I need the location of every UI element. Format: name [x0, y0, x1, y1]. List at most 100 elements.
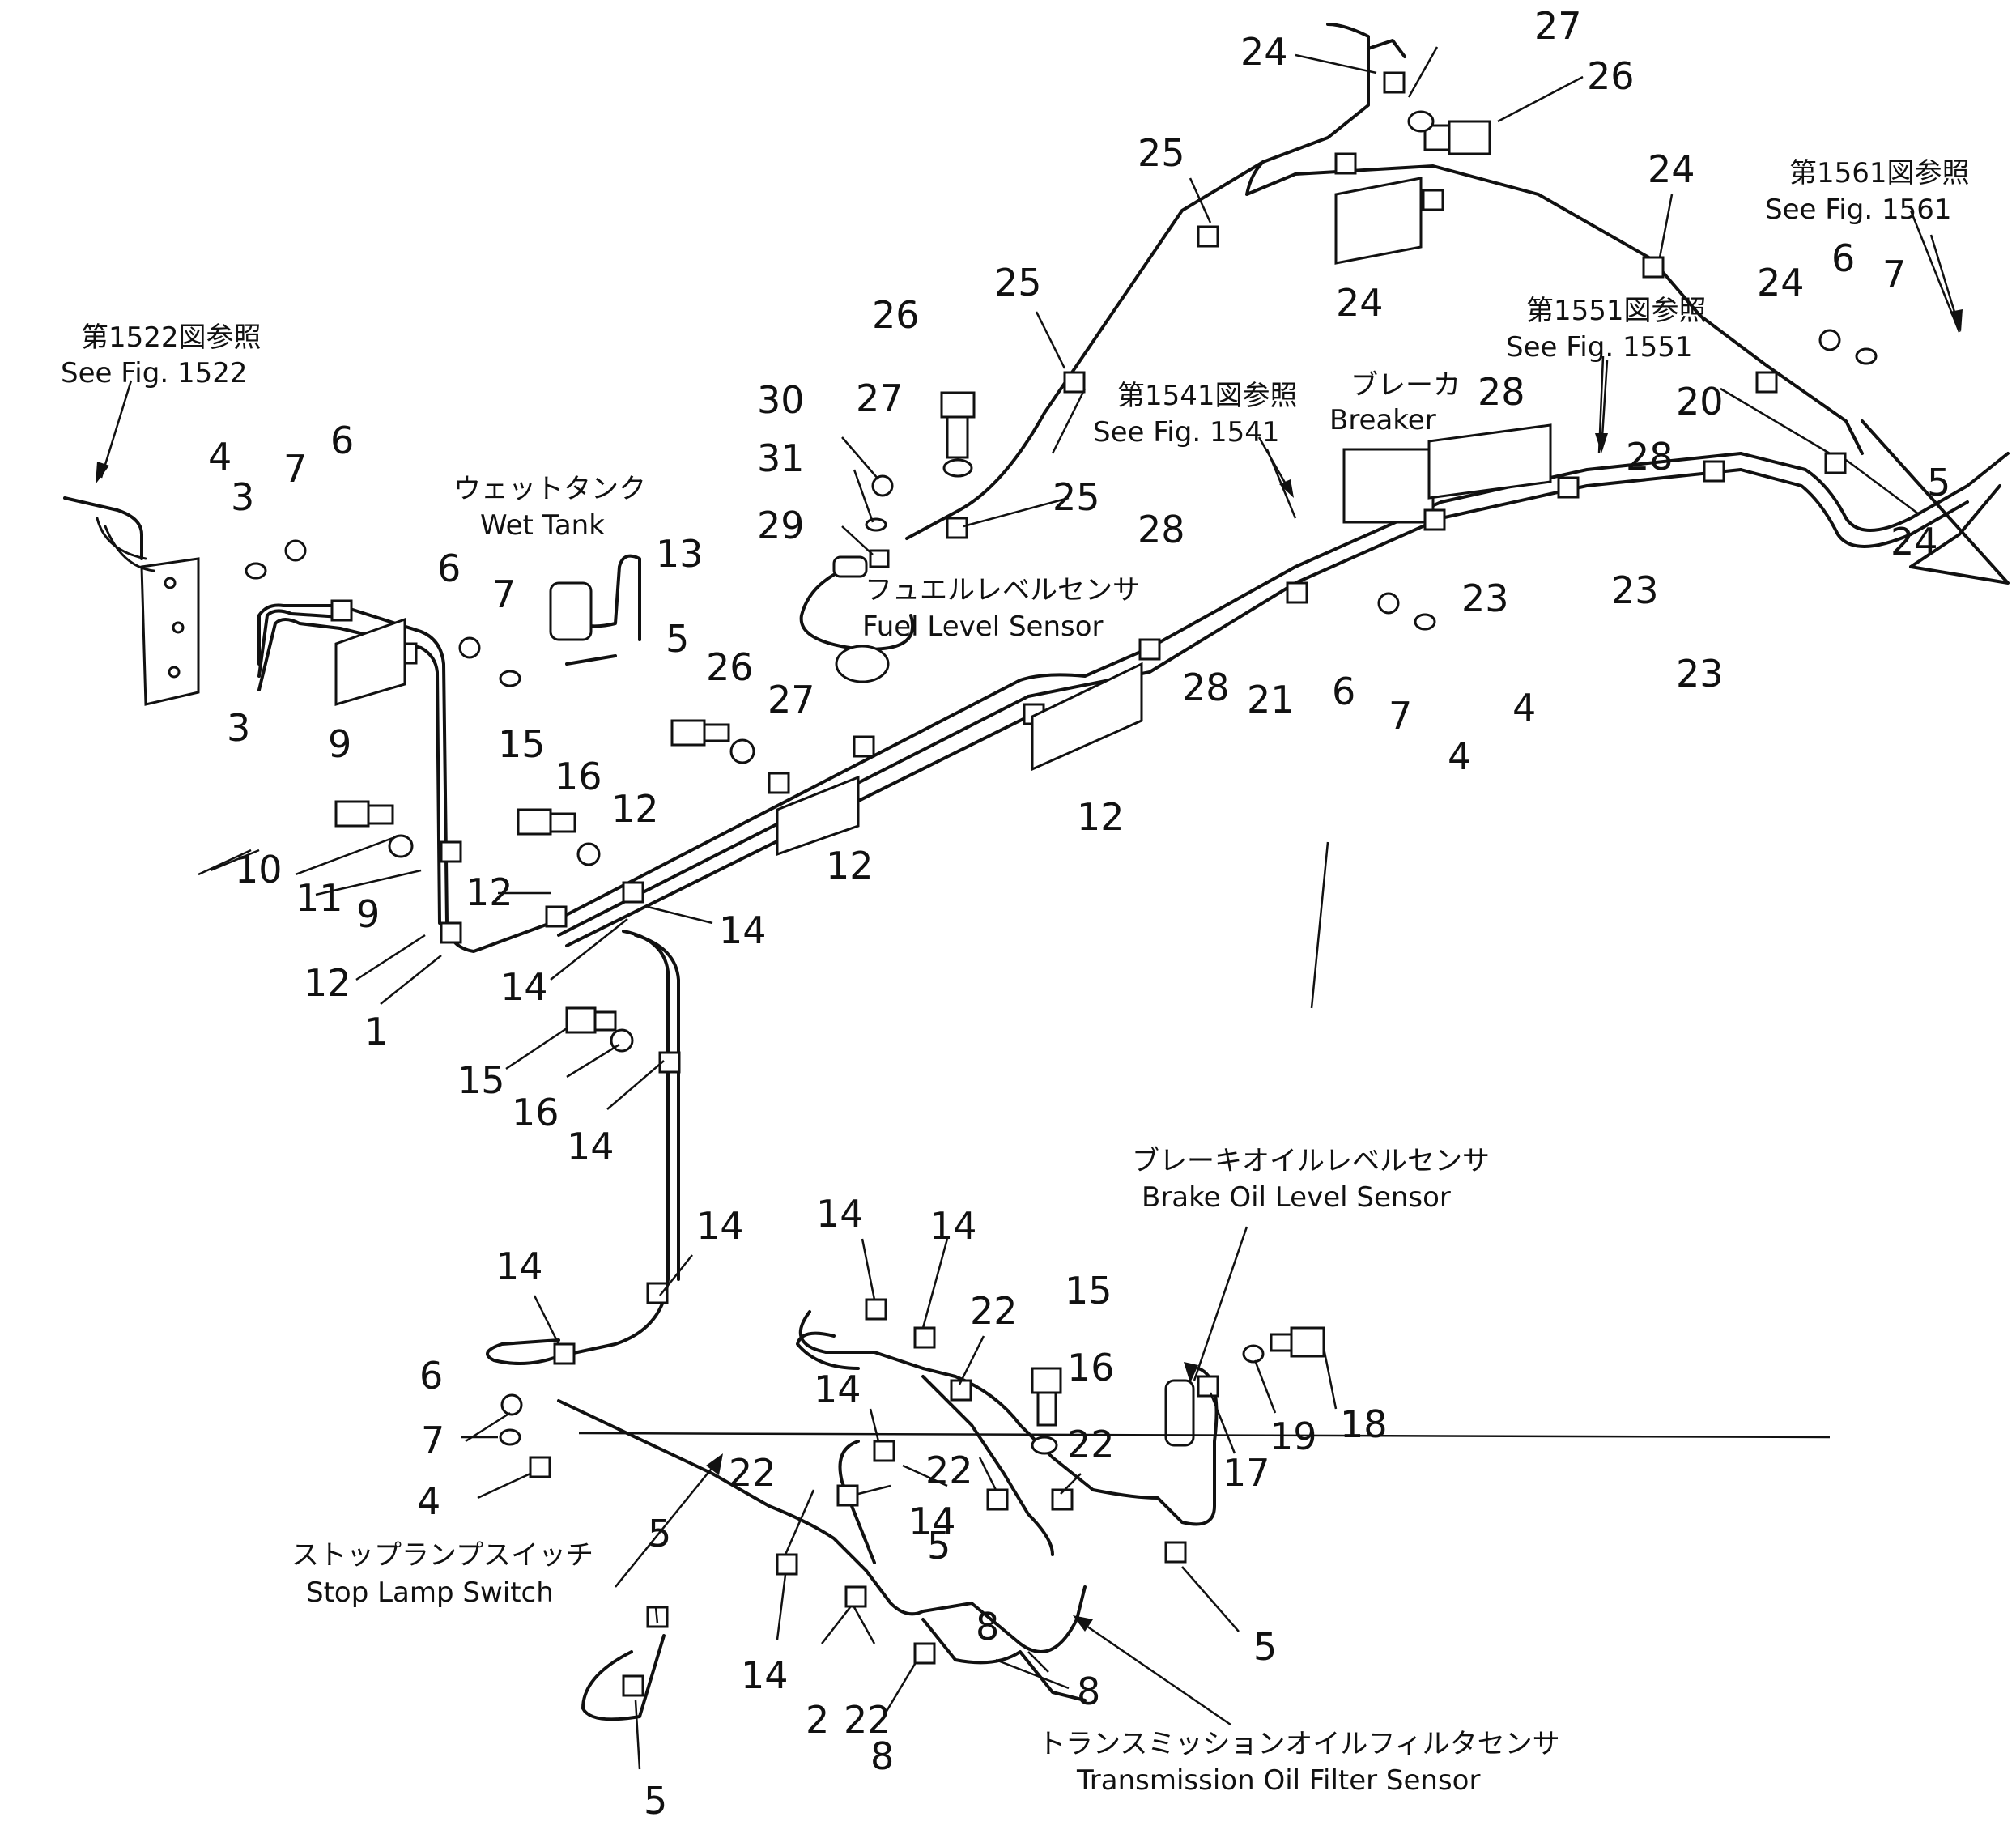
callout: 22 — [1067, 1423, 1115, 1466]
callout: 16 — [555, 755, 602, 798]
callout: 23 — [1461, 577, 1509, 620]
breaker-box — [1342, 448, 1435, 524]
callout: 7 — [1389, 694, 1412, 738]
callout: 15 — [498, 722, 546, 766]
callout: 15 — [1065, 1269, 1112, 1313]
callout: 10 — [235, 848, 283, 891]
callout: 12 — [304, 961, 351, 1005]
callout: 26 — [706, 645, 754, 689]
callout: 5 — [644, 1779, 667, 1821]
callout: 24 — [1891, 520, 1938, 564]
callout: 12 — [466, 870, 513, 914]
callout: 16 — [1067, 1346, 1115, 1389]
callout: 22 — [970, 1289, 1018, 1333]
label-brake-oil-level-sensor-jp: ブレーキオイルレベルセンサ — [1132, 1145, 1490, 1177]
ref-fig1561-jp: 第1561図参照 — [1789, 157, 1970, 189]
callout: 28 — [1478, 370, 1525, 414]
callout: 6 — [330, 419, 354, 462]
callout: 2 — [806, 1698, 829, 1742]
callout: 9 — [328, 722, 351, 766]
fuel-level-sensor — [799, 555, 915, 683]
callout: 31 — [757, 436, 805, 480]
callout: 9 — [356, 892, 380, 936]
callout: 14 — [814, 1368, 861, 1411]
label-transmission-oil-filter-sensor-jp: トランスミッションオイルフィルタセンサ — [1038, 1728, 1560, 1760]
callout: 4 — [417, 1479, 440, 1523]
callout: 1 — [364, 1010, 388, 1053]
callout: 14 — [696, 1204, 744, 1248]
ref-fig1522-jp: 第1522図参照 — [81, 321, 262, 354]
callout: 12 — [826, 844, 874, 887]
callout: 14 — [495, 1244, 543, 1288]
callout: 4 — [208, 435, 232, 479]
callout: 29 — [757, 504, 805, 547]
callout: 22 — [925, 1449, 973, 1492]
clamps — [330, 71, 1847, 1697]
callout: 14 — [719, 908, 767, 952]
wire-to-fig1522 — [63, 496, 143, 560]
label-fuel-level-sensor-en: Fuel Level Sensor — [862, 611, 1104, 643]
ref-fig1522-en: See Fig. 1522 — [61, 357, 247, 389]
callout: 5 — [648, 1512, 671, 1555]
label-stop-lamp-switch-jp: ストップランプスイッチ — [291, 1539, 593, 1572]
callout: 14 — [567, 1125, 615, 1168]
wet-tank-sensor — [549, 554, 641, 666]
tag-panels — [334, 177, 1552, 857]
callout: 25 — [1053, 475, 1100, 519]
label-fuel-level-sensor-jp: フュエルレベルセンサ — [865, 574, 1140, 606]
callout: 24 — [1648, 147, 1695, 191]
callout-numbers: 27 24 26 25 24 24 24 6 7 25 26 27 30 31 … — [208, 4, 1950, 1821]
ref-fig1561-en: See Fig. 1561 — [1765, 194, 1951, 226]
callout: 30 — [757, 378, 805, 422]
callout: 11 — [296, 876, 343, 920]
callout: 4 — [1512, 686, 1536, 730]
callout: 5 — [1253, 1625, 1277, 1669]
callout: 5 — [927, 1524, 951, 1568]
callout: 16 — [512, 1091, 559, 1134]
callout: 22 — [844, 1698, 891, 1742]
leader-lines — [198, 46, 1963, 1770]
callout: 27 — [856, 377, 904, 420]
callout: 24 — [1336, 281, 1384, 325]
label-wet-tank-en: Wet Tank — [480, 509, 605, 542]
label-breaker-jp: ブレーカ — [1350, 369, 1461, 402]
callout: 14 — [816, 1192, 864, 1236]
callout: 8 — [1077, 1670, 1100, 1713]
callout: 14 — [908, 1500, 956, 1543]
label-breaker-en: Breaker — [1329, 404, 1436, 436]
lower-harness-cluster — [557, 1310, 1219, 1721]
callout: 28 — [1138, 508, 1185, 551]
label-transmission-oil-filter-sensor-en: Transmission Oil Filter Sensor — [1076, 1764, 1480, 1797]
callout: 13 — [656, 532, 704, 576]
callout: 26 — [1587, 54, 1635, 98]
callout: 7 — [421, 1419, 444, 1462]
callout: 18 — [1340, 1402, 1388, 1446]
ref-fig1551-en: See Fig. 1551 — [1506, 331, 1692, 364]
callout: 25 — [1138, 131, 1185, 175]
callout: 20 — [1676, 380, 1724, 423]
callout: 26 — [872, 293, 920, 337]
callout: 27 — [1534, 4, 1582, 48]
ref-fig1551-jp: 第1551図参照 — [1526, 295, 1707, 327]
callout: 8 — [976, 1605, 999, 1649]
callout: 3 — [227, 706, 250, 750]
callout: 22 — [729, 1451, 776, 1495]
callout: 14 — [741, 1653, 789, 1697]
callout: 15 — [457, 1058, 505, 1102]
callout: 3 — [231, 475, 254, 519]
label-brake-oil-level-sensor-en: Brake Oil Level Sensor — [1142, 1181, 1451, 1214]
callout: 6 — [437, 547, 461, 590]
callout: 5 — [666, 617, 689, 661]
callout: 14 — [500, 965, 548, 1009]
callout: 7 — [492, 572, 516, 616]
callout: 7 — [283, 447, 307, 491]
callout: 19 — [1270, 1415, 1317, 1458]
component-labels: ウェットタンク Wet Tank ブレーカ Breaker フュエルレベルセンサ… — [291, 369, 1560, 1797]
callout: 6 — [1332, 670, 1355, 713]
callout: 21 — [1247, 678, 1295, 721]
ref-fig1541-jp: 第1541図参照 — [1117, 380, 1298, 412]
mounting-bracket — [140, 557, 200, 706]
label-wet-tank-jp: ウェットタンク — [453, 473, 646, 505]
